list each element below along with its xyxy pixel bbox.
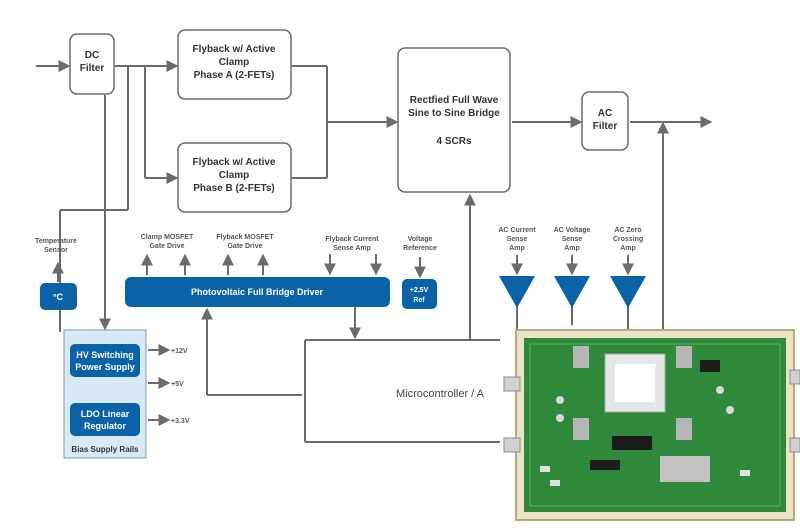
ldo-line-2: Regulator <box>84 421 127 431</box>
flyback-b-line-1: Flyback w/ Active <box>193 157 276 168</box>
flyback-mosfet-line-1: Flyback MOSFET <box>216 234 274 241</box>
ac-voltage-line-3: Amp <box>564 245 580 252</box>
full-bridge-driver-block: Photovoltaic Full Bridge Driver <box>125 277 390 307</box>
reference-line-1: +2.5V <box>410 287 429 294</box>
dc-filter-label-1: DC <box>85 50 99 61</box>
ac-current-line-3: Amp <box>509 245 525 252</box>
rail-5v-label: +5V <box>171 381 184 388</box>
flyback-b-line-2: Clamp <box>219 170 250 181</box>
flyback-mosfet-line-2: Gate Drive <box>227 243 262 250</box>
ac-voltage-line-2: Sense <box>562 236 583 243</box>
flyback-a-line-3: Phase A (2-FETs) <box>194 70 275 81</box>
clamp-mosfet-line-2: Gate Drive <box>149 243 184 250</box>
temperature-sensor-line-2: Sensor <box>44 247 68 254</box>
bridge-block: Rectfied Full Wave Sine to Sine Bridge 4… <box>397 47 511 193</box>
flyback-b-line-3: Phase B (2-FETs) <box>193 183 275 194</box>
bridge-line-2: Sine to Sine Bridge <box>408 108 500 119</box>
connection-lines <box>36 60 713 443</box>
hv-supply-line-2: Power Supply <box>75 362 135 372</box>
amplifier-triangles <box>499 276 646 308</box>
flyback-phase-a-block: Flyback w/ Active Clamp Phase A (2-FETs) <box>177 29 292 100</box>
pcb-photo <box>503 329 800 521</box>
bias-supply-rails-label: Bias Supply Rails <box>71 445 139 454</box>
temperature-unit-label: °C <box>53 292 64 302</box>
voltage-reference-line-2: Reference <box>403 245 437 252</box>
microcontroller-label: Microcontroller / A <box>396 388 485 400</box>
clamp-mosfet-line-1: Clamp MOSFET <box>141 234 194 241</box>
ac-filter-block: AC Filter <box>581 91 629 151</box>
flyback-current-line-1: Flyback Current <box>325 236 379 243</box>
bias-supply-panel: HV Switching Power Supply LDO Linear Reg… <box>63 329 147 459</box>
ldo-line-1: LDO Linear <box>81 409 130 419</box>
ac-voltage-line-1: AC Voltage <box>554 227 591 234</box>
ac-current-line-1: AC Current <box>498 227 536 234</box>
signal-labels: Temperature Sensor Clamp MOSFET Gate Dri… <box>35 227 643 254</box>
full-bridge-driver-label: Photovoltaic Full Bridge Driver <box>191 287 324 297</box>
flyback-current-line-2: Sense Amp <box>333 245 371 252</box>
flyback-a-line-2: Clamp <box>219 57 250 68</box>
voltage-reference-line-1: Voltage <box>408 236 433 243</box>
rail-12v-label: +12V <box>171 348 188 355</box>
rail-3v3-label: +3.3V <box>171 418 190 425</box>
ac-voltage-amp-icon <box>554 276 590 308</box>
reference-line-2: Ref <box>413 297 425 304</box>
flyback-phase-b-block: Flyback w/ Active Clamp Phase B (2-FETs) <box>177 142 292 213</box>
ac-current-amp-icon <box>499 276 535 308</box>
bridge-line-3: 4 SCRs <box>436 136 471 147</box>
ac-zero-amp-icon <box>610 276 646 308</box>
ac-zero-line-2: Crossing <box>613 236 643 243</box>
temperature-sensor-line-1: Temperature <box>35 238 77 245</box>
hv-supply-line-1: HV Switching <box>76 350 134 360</box>
dc-filter-label-2: Filter <box>80 63 105 74</box>
ac-current-line-2: Sense <box>507 236 528 243</box>
dc-filter-block: DC Filter <box>69 33 115 95</box>
bridge-line-1: Rectfied Full Wave <box>410 95 499 106</box>
ac-filter-label-1: AC <box>598 108 612 119</box>
ac-zero-line-3: Amp <box>620 245 636 252</box>
voltage-reference-block: +2.5V Ref <box>402 279 437 309</box>
temperature-sensor-block: °C <box>40 283 77 310</box>
ac-zero-line-1: AC Zero <box>614 227 641 234</box>
flyback-a-line-1: Flyback w/ Active <box>193 44 276 55</box>
ac-filter-label-2: Filter <box>593 121 618 132</box>
